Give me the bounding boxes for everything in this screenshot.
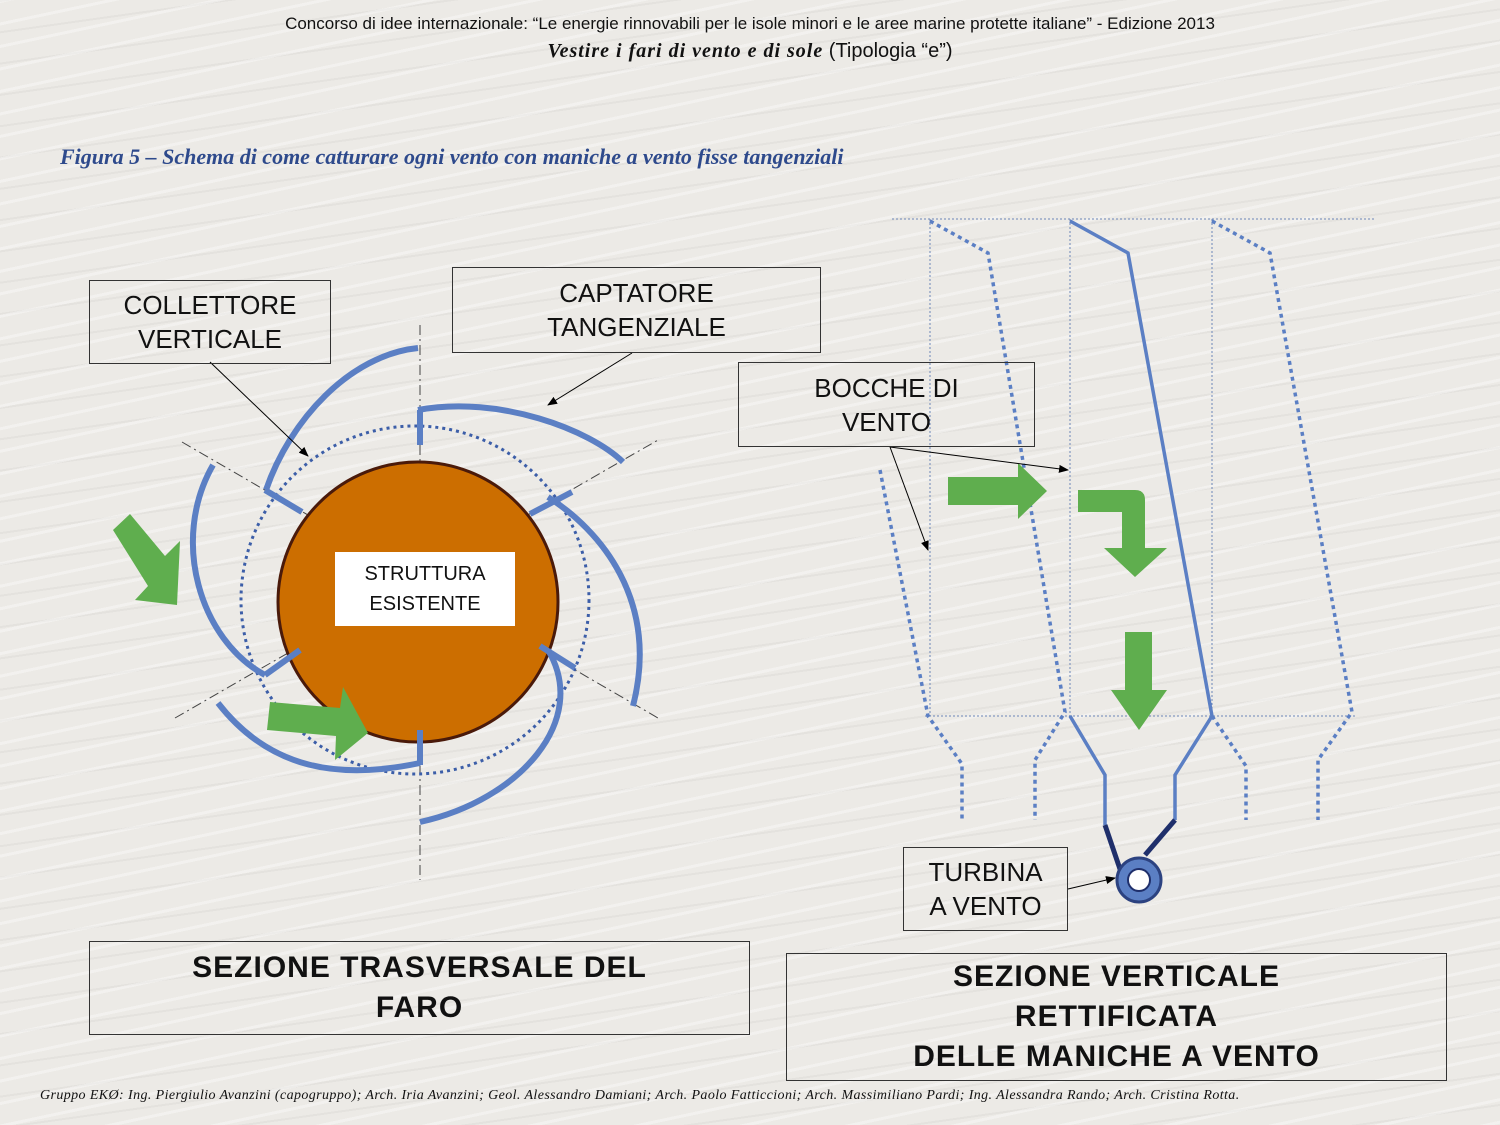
label-collettore-line2: VERTICALE bbox=[137, 324, 282, 354]
wind-arrow-bend bbox=[1078, 490, 1167, 577]
turbine-connectors bbox=[1102, 818, 1177, 876]
label-box-struttura: STRUTTURA ESISTENTE bbox=[335, 552, 515, 626]
label-bocche-line2: VENTO bbox=[841, 406, 932, 437]
label-box-turbina: TURBINA A VENTO bbox=[903, 847, 1068, 931]
title-box-sezione-trasversale: SEZIONE TRASVERSALE DEL FARO bbox=[89, 941, 750, 1035]
header-competition-title: Concorso di idee internazionale: “Le ene… bbox=[285, 14, 1215, 33]
duct-central-right bbox=[1069, 219, 1214, 820]
leader-turbina bbox=[1067, 876, 1116, 890]
title-verticale-line1: SEZIONE VERTICALE bbox=[952, 960, 1281, 993]
header-project-type: (Tipologia “e”) bbox=[823, 40, 953, 62]
title-verticale-line2: RETTIFICATA bbox=[1014, 1000, 1219, 1033]
dotted-ducts bbox=[878, 219, 1354, 820]
label-captatore-line1: CAPTATORE bbox=[559, 278, 714, 308]
label-turbina-line2: A VENTO bbox=[929, 891, 1042, 921]
cross-section-diagram bbox=[113, 325, 659, 880]
header-project-title: Vestire i fari di vento e di sole (Tipol… bbox=[0, 40, 1500, 63]
title-box-sezione-verticale: SEZIONE VERTICALE RETTIFICATA DELLE MANI… bbox=[786, 953, 1447, 1081]
wind-arrows-right bbox=[948, 463, 1167, 730]
captor-arc-bottom bbox=[215, 701, 421, 774]
captor-arc-top-left bbox=[263, 345, 419, 491]
duct-central-left bbox=[1068, 715, 1107, 825]
footer-credits: Gruppo EKØ: Ing. Piergiulio Avanzini (ca… bbox=[40, 1088, 1240, 1103]
label-struttura-line2: ESISTENTE bbox=[369, 593, 481, 615]
wind-arrow-inlet bbox=[948, 463, 1047, 519]
label-bocche-line1: BOCCHE DI bbox=[814, 372, 959, 403]
duct-left-dotted bbox=[929, 219, 1067, 820]
captor-arc-bottom-right bbox=[419, 648, 564, 825]
duct-right-dotted bbox=[1211, 219, 1354, 820]
figure-caption: Figura 5 – Schema di come catturare ogni… bbox=[60, 144, 844, 169]
title-verticale-line3: DELLE MANICHE A VENTO bbox=[913, 1040, 1320, 1073]
label-box-bocche: BOCCHE DI VENTO bbox=[738, 362, 1035, 447]
header-project-name: Vestire i fari di vento e di sole bbox=[547, 40, 824, 62]
vertical-section-diagram bbox=[878, 218, 1375, 904]
central-duct bbox=[1068, 219, 1214, 825]
captor-arc-left bbox=[190, 463, 267, 678]
label-captatore-line2: TANGENZIALE bbox=[547, 312, 726, 342]
wind-arrows-left bbox=[113, 514, 368, 760]
label-box-collettore: COLLETTORE VERTICALE bbox=[89, 280, 331, 364]
tangential-captors bbox=[190, 345, 643, 825]
collector-dotted-ring bbox=[239, 424, 591, 776]
label-collettore-line1: COLLETTORE bbox=[123, 290, 297, 320]
wind-arrow-1 bbox=[113, 514, 180, 605]
label-struttura-line1: STRUTTURA bbox=[364, 563, 486, 585]
duct-far-left-dotted bbox=[878, 469, 964, 820]
wind-arrow-down bbox=[1111, 632, 1167, 730]
duct-right-inner-dotted bbox=[1210, 715, 1248, 820]
radial-connectors bbox=[263, 410, 577, 765]
leader-captatore bbox=[547, 352, 633, 406]
title-trasversale-line2: FARO bbox=[375, 991, 464, 1024]
leader-collettore bbox=[209, 361, 309, 457]
leader-bocche-1 bbox=[889, 446, 929, 551]
label-turbina-line1: TURBINA bbox=[928, 857, 1043, 887]
turbine-inner-icon bbox=[1127, 868, 1151, 892]
guide-lines bbox=[892, 218, 1375, 717]
captor-arc-right bbox=[546, 494, 643, 707]
leader-bocche-2 bbox=[889, 446, 1069, 473]
title-trasversale-line1: SEZIONE TRASVERSALE DEL bbox=[192, 951, 647, 984]
wind-arrow-2 bbox=[267, 687, 368, 760]
label-box-captatore: CAPTATORE TANGENZIALE bbox=[452, 267, 821, 353]
captor-arc-top-right bbox=[417, 403, 626, 465]
